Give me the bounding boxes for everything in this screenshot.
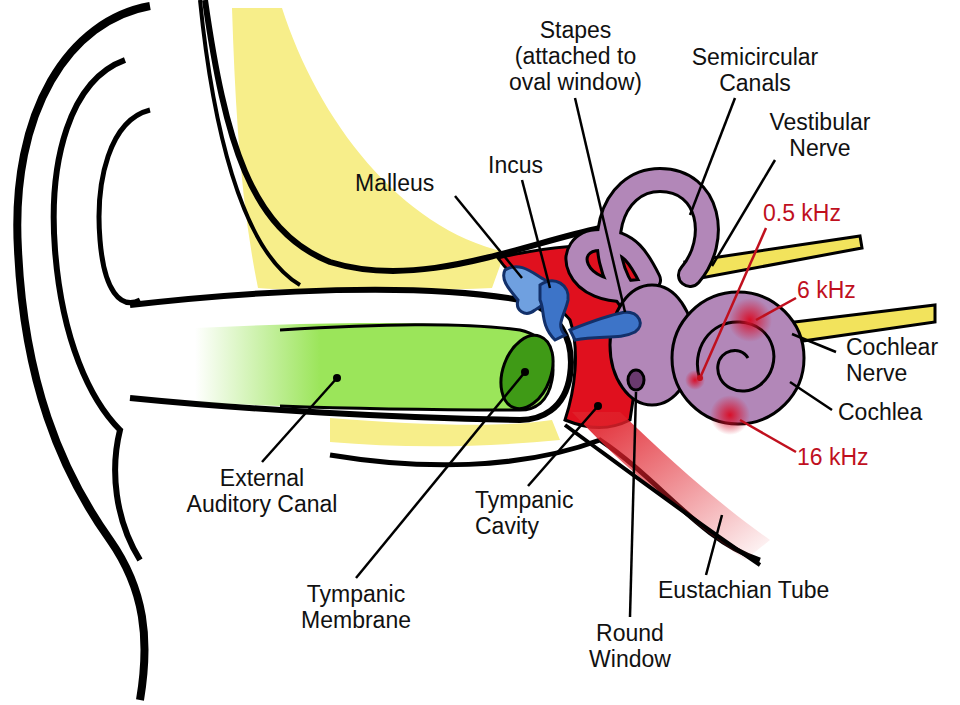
frequency-leaders — [700, 228, 796, 452]
tube-wall — [565, 425, 760, 565]
part-label: Semicircular Canals — [680, 44, 830, 96]
part-label: Cochlea — [838, 399, 922, 425]
part-label: External Auditory Canal — [177, 465, 347, 517]
round-window — [628, 370, 644, 390]
stapes — [570, 312, 640, 340]
bone — [232, 8, 505, 291]
pinna — [99, 110, 150, 303]
part-label: Incus — [488, 152, 543, 178]
part-label: Stapes (attached to oval window) — [498, 17, 653, 95]
part-label: Eustachian Tube — [658, 577, 829, 603]
frequency-spot — [710, 395, 750, 435]
incus — [540, 281, 568, 340]
leader-dots — [333, 368, 703, 410]
pinna — [54, 60, 140, 560]
part-label: Tympanic Cavity — [475, 487, 595, 539]
part-label: Vestibular Nerve — [750, 109, 890, 161]
part-label: Round Window — [575, 620, 685, 672]
part-label: Tympanic Membrane — [281, 581, 431, 633]
leader-lines — [262, 98, 836, 617]
part-label: Malleus — [355, 170, 434, 196]
frequency-spot — [728, 298, 772, 342]
part-label: 0.5 kHz — [763, 200, 841, 226]
tympanic-membrane — [491, 328, 562, 416]
semicircular-canals — [577, 180, 707, 300]
eustachian-tube — [572, 412, 770, 560]
part-label: 16 kHz — [797, 444, 869, 470]
ear-canal-wall — [130, 290, 571, 420]
part-label: 6 kHz — [797, 277, 856, 303]
skull-outline — [200, 0, 300, 285]
part-label: Cochlear Nerve — [846, 334, 956, 386]
external-canal — [195, 323, 553, 410]
